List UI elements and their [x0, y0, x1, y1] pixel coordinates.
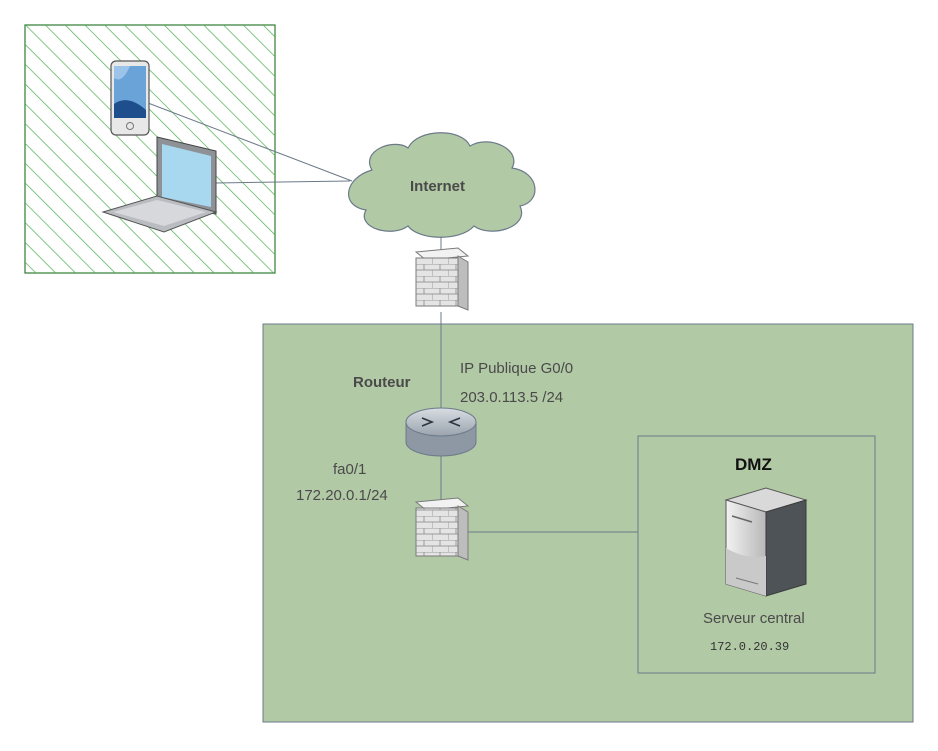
smartphone-icon: [110, 60, 150, 136]
router-lan-label: fa0/1: [333, 461, 367, 478]
links: [147, 102, 638, 533]
firewall-icon: [414, 247, 470, 311]
client-zone: [24, 24, 276, 274]
router-icon: [405, 407, 477, 457]
firewall-icon: [414, 497, 470, 561]
internet-label: Internet: [410, 178, 466, 195]
router-wan-address: 203.0.113.5 /24: [460, 389, 564, 406]
laptop-icon: [101, 136, 218, 233]
dmz-label: DMZ: [735, 455, 772, 474]
link-laptop-internet: [215, 180, 351, 184]
link-phone-internet: [147, 102, 353, 182]
server-icon: [724, 487, 808, 597]
router-label: Routeur: [353, 374, 411, 391]
server-address: 172.0.20.39: [710, 640, 790, 654]
cloud-icon: [348, 132, 536, 238]
router-wan-label: IP Publique G0/0: [460, 360, 574, 377]
server-label: Serveur central: [703, 610, 805, 627]
router-lan-address: 172.20.0.1/24: [296, 487, 388, 504]
